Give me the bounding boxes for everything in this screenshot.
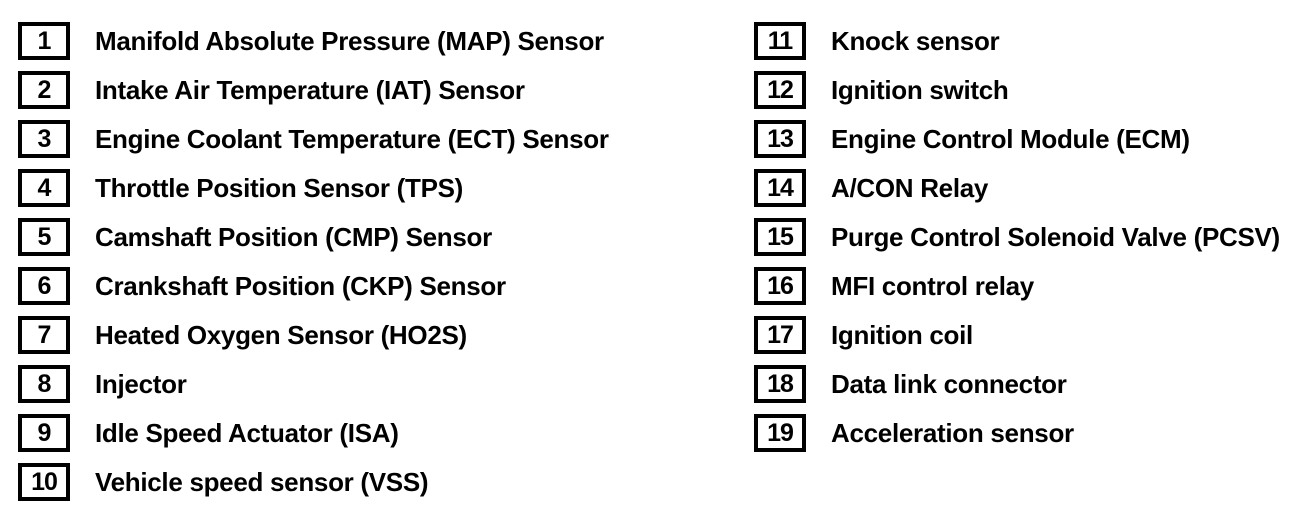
item-number-box: 14 (754, 169, 806, 207)
legend-item: 5 Camshaft Position (CMP) Sensor (18, 218, 609, 256)
item-number-box: 18 (754, 365, 806, 403)
legend-item: 17 Ignition coil (754, 316, 1280, 354)
item-number: 7 (37, 320, 52, 349)
item-number-box: 16 (754, 267, 806, 305)
item-label: Camshaft Position (CMP) Sensor (95, 221, 492, 252)
item-label: Engine Control Module (ECM) (831, 123, 1190, 154)
item-number: 16 (767, 271, 794, 300)
item-label: Heated Oxygen Sensor (HO2S) (95, 319, 467, 350)
item-number-box: 13 (754, 120, 806, 158)
item-number: 12 (767, 75, 794, 104)
item-label: Knock sensor (831, 25, 1000, 56)
item-label: Intake Air Temperature (IAT) Sensor (95, 74, 525, 105)
legend-item: 9 Idle Speed Actuator (ISA) (18, 414, 609, 452)
item-number-box: 8 (18, 365, 70, 403)
item-number-box: 11 (754, 22, 806, 60)
legend-item: 3 Engine Coolant Temperature (ECT) Senso… (18, 120, 609, 158)
item-number: 17 (767, 320, 794, 349)
legend-item: 14 A/CON Relay (754, 169, 1280, 207)
item-label: MFI control relay (831, 270, 1034, 301)
item-number: 13 (767, 124, 794, 153)
item-number: 14 (767, 173, 794, 202)
item-number-box: 1 (18, 22, 70, 60)
legend-item: 18 Data link connector (754, 365, 1280, 403)
legend-item: 11 Knock sensor (754, 22, 1280, 60)
legend-item: 15 Purge Control Solenoid Valve (PCSV) (754, 218, 1280, 256)
item-label: Acceleration sensor (831, 417, 1074, 448)
item-label: A/CON Relay (831, 172, 989, 203)
legend-item: 13 Engine Control Module (ECM) (754, 120, 1280, 158)
item-number-box: 15 (754, 218, 806, 256)
item-number: 3 (37, 124, 52, 153)
item-number-box: 5 (18, 218, 70, 256)
legend-item: 12 Ignition switch (754, 71, 1280, 109)
legend-item: 6 Crankshaft Position (CKP) Sensor (18, 267, 609, 305)
item-number: 5 (37, 222, 52, 251)
item-number-box: 10 (18, 463, 70, 501)
item-number: 1 (37, 26, 52, 55)
legend-item: 10 Vehicle speed sensor (VSS) (18, 463, 609, 501)
item-label: Crankshaft Position (CKP) Sensor (95, 270, 506, 301)
legend-column-left: 1 Manifold Absolute Pressure (MAP) Senso… (18, 22, 609, 501)
item-number: 10 (31, 467, 58, 496)
item-label: Throttle Position Sensor (TPS) (95, 172, 464, 203)
legend-item: 19 Acceleration sensor (754, 414, 1280, 452)
item-label: Manifold Absolute Pressure (MAP) Sensor (95, 25, 604, 56)
item-number: 2 (37, 75, 52, 104)
item-number: 6 (37, 271, 52, 300)
item-number-box: 19 (754, 414, 806, 452)
item-number-box: 9 (18, 414, 70, 452)
item-number-box: 12 (754, 71, 806, 109)
item-number: 11 (767, 26, 793, 55)
item-number: 4 (37, 173, 52, 202)
item-number-box: 3 (18, 120, 70, 158)
item-number: 9 (37, 418, 52, 447)
legend-item: 1 Manifold Absolute Pressure (MAP) Senso… (18, 22, 609, 60)
item-number-box: 4 (18, 169, 70, 207)
item-number-box: 17 (754, 316, 806, 354)
legend-item: 8 Injector (18, 365, 609, 403)
legend-item: 7 Heated Oxygen Sensor (HO2S) (18, 316, 609, 354)
item-label: Injector (95, 368, 187, 399)
legend-item: 2 Intake Air Temperature (IAT) Sensor (18, 71, 609, 109)
item-number: 8 (37, 369, 52, 398)
item-label: Ignition coil (831, 319, 973, 350)
item-label: Ignition switch (831, 74, 1009, 105)
legend-item: 4 Throttle Position Sensor (TPS) (18, 169, 609, 207)
item-label: Idle Speed Actuator (ISA) (95, 417, 399, 448)
item-number: 15 (767, 222, 794, 251)
item-label: Engine Coolant Temperature (ECT) Sensor (95, 123, 609, 154)
legend-item: 16 MFI control relay (754, 267, 1280, 305)
item-label: Purge Control Solenoid Valve (PCSV) (831, 221, 1280, 252)
item-label: Data link connector (831, 368, 1067, 399)
item-label: Vehicle speed sensor (VSS) (95, 466, 429, 497)
item-number-box: 7 (18, 316, 70, 354)
item-number-box: 6 (18, 267, 70, 305)
item-number-box: 2 (18, 71, 70, 109)
item-number: 18 (767, 369, 794, 398)
legend-column-right: 11 Knock sensor 12 Ignition switch 13 En… (754, 22, 1280, 452)
item-number: 19 (767, 418, 794, 447)
